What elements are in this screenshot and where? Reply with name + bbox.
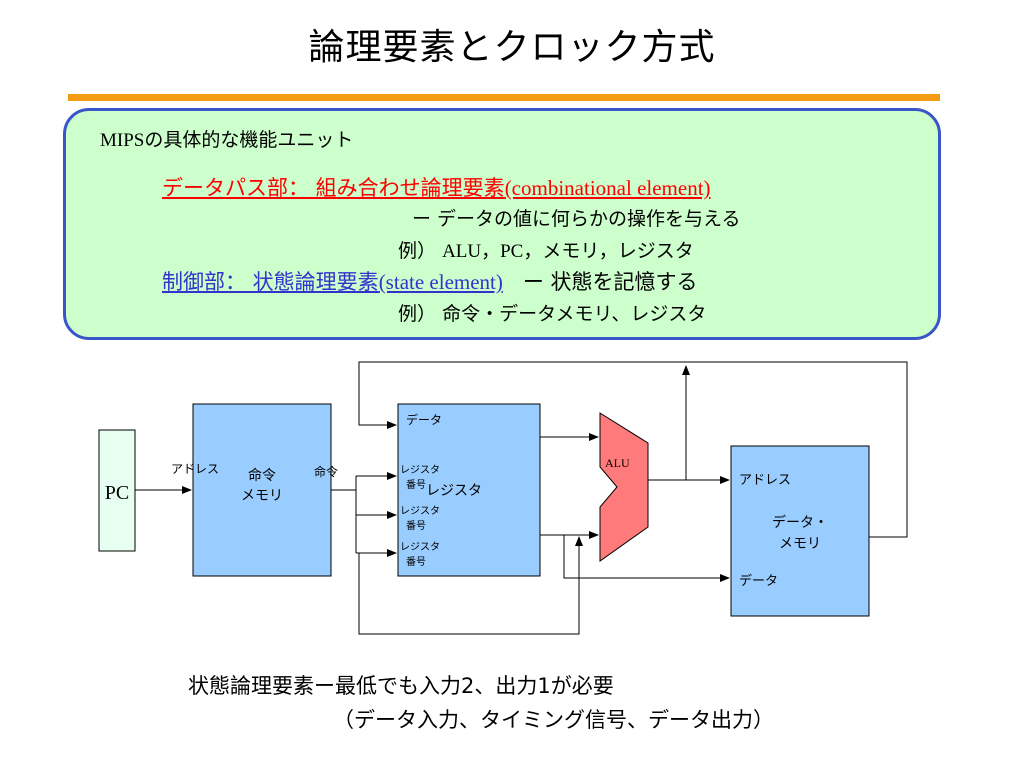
alu-block xyxy=(599,412,649,562)
datapath-example-prefix: 例） xyxy=(398,240,437,262)
control-example-prefix: 例） xyxy=(398,303,437,325)
control-example: 例） 命令・データメモリ、レジスタ xyxy=(398,299,706,326)
reg-num-1-label-a: レジスタ xyxy=(400,464,440,476)
footer-line-1: 状態論理要素ー最低でも入力2、出力1が必要 xyxy=(188,674,614,698)
footer-line-2: （データ入力、タイミング信号、データ出力） xyxy=(333,708,774,732)
instruction-out-label: 命令 xyxy=(314,464,338,479)
reg-num-3-label-a: レジスタ xyxy=(400,541,440,553)
datapath-english: (combinational element) xyxy=(504,176,711,200)
imem-label-line1: 命令 xyxy=(248,467,276,484)
datapath-description: ー データの値に何らかの操作を与える xyxy=(412,208,741,230)
heading-prefix: MIPS xyxy=(100,130,145,151)
registers-label: レジスタ xyxy=(426,483,482,499)
control-heading: 制御部： 状態論理要素(state element) ー 状態を記憶する xyxy=(162,266,698,296)
imem-address-label: アドレス xyxy=(171,462,219,476)
dmem-label-line1: データ・ xyxy=(772,514,828,531)
data-memory-block xyxy=(730,445,870,617)
reg-num-3-label-b: 番号 xyxy=(406,556,426,568)
alu-label: ALU xyxy=(605,456,630,470)
info-panel xyxy=(63,108,941,340)
datapath-example: 例） ALU，PC，メモリ，レジスタ xyxy=(398,236,694,263)
instruction-memory-block xyxy=(192,403,332,577)
reg-num-2-label-a: レジスタ xyxy=(400,505,440,517)
control-label: 制御部： 状態論理要素 xyxy=(162,270,379,294)
datapath-example-text: ALU，PC，メモリ，レジスタ xyxy=(442,241,694,262)
control-english: (state element) xyxy=(378,270,503,294)
title-underline xyxy=(68,94,940,101)
control-example-text: 命令・データメモリ、レジスタ xyxy=(442,303,707,325)
register-file-block xyxy=(397,403,541,577)
dmem-data-label: データ xyxy=(739,573,778,589)
reg-num-1-label-b: 番号 xyxy=(406,479,426,491)
dmem-label-line2: メモリ xyxy=(779,536,821,552)
datapath-label: データパス部： 組み合わせ論理要素 xyxy=(162,176,505,200)
pc-label: PC xyxy=(105,482,129,504)
page-title: 論理要素とクロック方式 xyxy=(308,27,716,68)
dmem-address-label: アドレス xyxy=(739,473,791,488)
control-description: ー 状態を記憶する xyxy=(522,270,698,294)
datapath-heading: データパス部： 組み合わせ論理要素(combinational element) xyxy=(162,172,711,202)
imem-label-line2: メモリ xyxy=(241,488,283,504)
write-data-wire xyxy=(563,535,730,582)
reg-num-2-label-b: 番号 xyxy=(406,520,426,532)
immediate-wire xyxy=(358,536,583,635)
heading-suffix: の具体的な機能ユニット xyxy=(144,129,354,151)
panel-heading: MIPSの具体的な機能ユニット xyxy=(100,125,353,152)
writeback-feedback-wire xyxy=(358,361,908,538)
reg-data-in-label: データ xyxy=(406,412,442,427)
